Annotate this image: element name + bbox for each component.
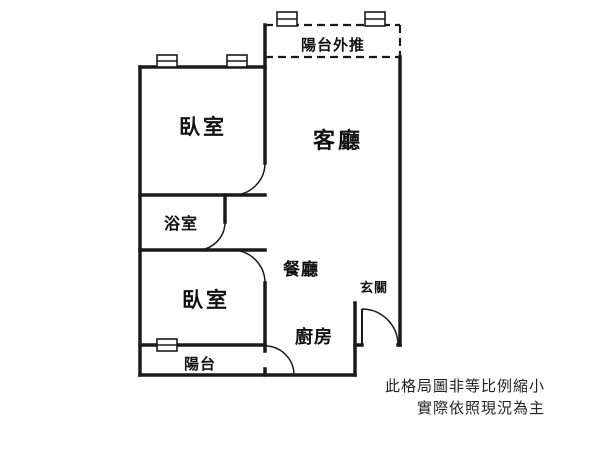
windows (156, 11, 386, 352)
door-arcs (196, 162, 399, 376)
door-arc-bedroom-bottom (231, 249, 266, 284)
door-arc-bathroom (196, 221, 226, 251)
walls (138, 23, 402, 377)
room-label-kitchen: 廚房 (295, 326, 333, 347)
balcony-extension-dashed-lines (265, 23, 402, 59)
room-label-dining-room: 餐廳 (283, 259, 319, 279)
window-icon (156, 338, 178, 352)
room-label-balcony: 陽台 (184, 355, 216, 373)
room-label-balcony-extension: 陽台外推 (301, 36, 365, 54)
window-icon (276, 11, 298, 27)
room-label-bedroom-bottom: 臥室 (182, 288, 230, 312)
door-arc-entrance (361, 308, 399, 346)
window-icon (156, 54, 178, 68)
room-label-bedroom-top: 臥室 (179, 115, 227, 139)
window-icon (226, 54, 248, 68)
disclaimer-line2: 實際依照現況為主 (417, 399, 545, 417)
room-label-living-room: 客廳 (313, 128, 363, 153)
door-arc-bedroom-top (232, 162, 266, 196)
door-arc-balcony (264, 345, 295, 376)
room-label-entrance: 玄關 (360, 280, 388, 295)
disclaimer-line1: 此格局圖非等比例縮小 (385, 377, 545, 395)
window-icon (364, 11, 386, 27)
room-label-bathroom: 浴室 (164, 214, 198, 233)
